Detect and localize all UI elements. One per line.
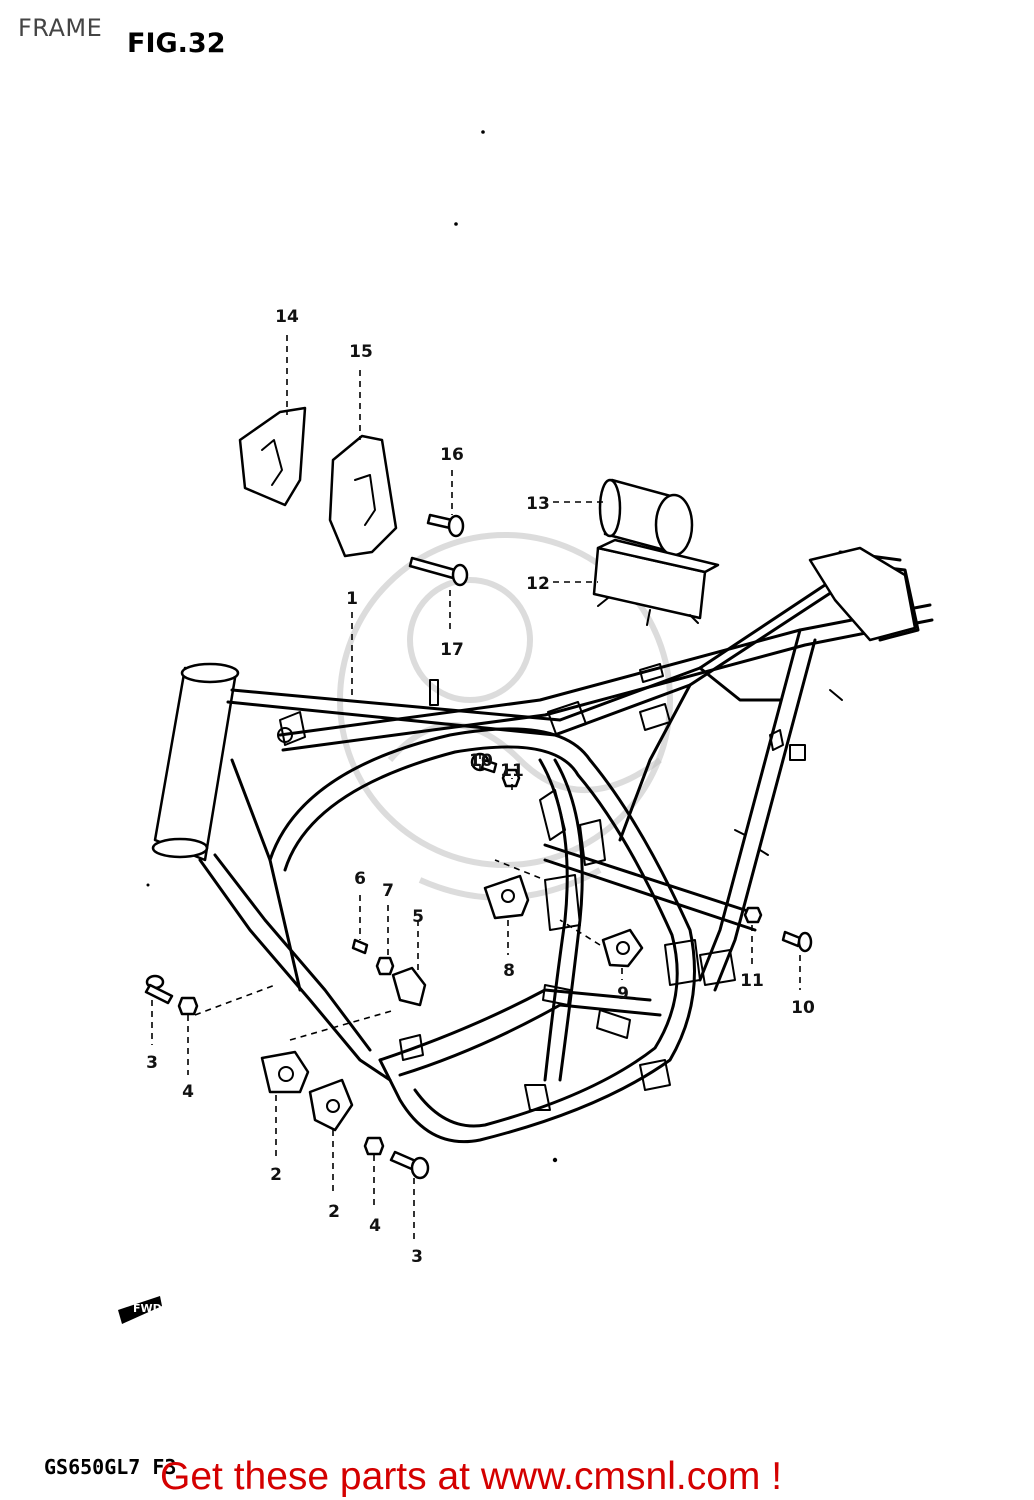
bracket-5 [391,966,427,1007]
callout-5: 5 [412,907,424,927]
callout-11-lower: 11 [740,971,764,991]
callout-10-lower: 10 [791,998,815,1018]
component-13 [598,478,694,557]
bolt-10-upper [470,752,498,774]
callout-8: 8 [503,961,515,981]
callout-3-right: 3 [411,1247,423,1267]
callout-9: 9 [617,984,629,1004]
nut-11-lower [743,906,763,924]
bracket-8 [483,874,530,920]
main-frame [151,546,934,1144]
cover-plate-14 [238,406,307,507]
bracket-9 [601,928,644,968]
component-12 [592,538,720,626]
leader-lines [151,335,801,1240]
front-direction-arrow: FWD [118,1296,162,1324]
bolt-16 [426,513,465,538]
bolt-3-left [144,974,174,1005]
callout-15: 15 [349,342,373,362]
callout-17: 17 [440,640,464,660]
bolt-17 [408,556,469,587]
nut-4-right [363,1136,385,1156]
model-code: GS650GL7 F3 [44,1455,177,1479]
callout-6: 6 [354,869,366,889]
bracket-2-left [260,1050,310,1094]
callout-4-left: 4 [182,1082,194,1102]
callout-labels: 14 15 16 13 12 1 17 10 11 6 7 5 8 9 11 1… [146,307,815,1267]
callout-1: 1 [346,589,358,609]
nut-7 [375,956,395,976]
section-title: FRAME [18,14,103,42]
svg-text:FWD: FWD [133,1302,162,1315]
callout-12: 12 [526,574,550,594]
nut-11-upper [501,768,521,788]
bracket-2-right [308,1078,354,1132]
callout-2-left: 2 [270,1165,282,1185]
callout-11-upper: 11 [500,761,524,781]
callout-2-right: 2 [328,1202,340,1222]
nut-4-left [177,996,199,1016]
callout-3-left: 3 [146,1053,158,1073]
callout-7: 7 [382,881,394,901]
figure-label: FIG.32 [127,28,226,59]
bolt-10-lower [781,930,813,953]
callout-4-right: 4 [369,1216,381,1236]
promo-link-text[interactable]: Get these parts at www.cmsnl.com ! [160,1455,783,1498]
bolt-3-right [389,1150,430,1180]
callout-13: 13 [526,494,550,514]
callout-14: 14 [275,307,299,327]
callout-16: 16 [440,445,464,465]
bolt-6 [351,938,369,955]
callout-10-upper: 10 [469,751,493,771]
cover-plate-15 [328,434,398,558]
